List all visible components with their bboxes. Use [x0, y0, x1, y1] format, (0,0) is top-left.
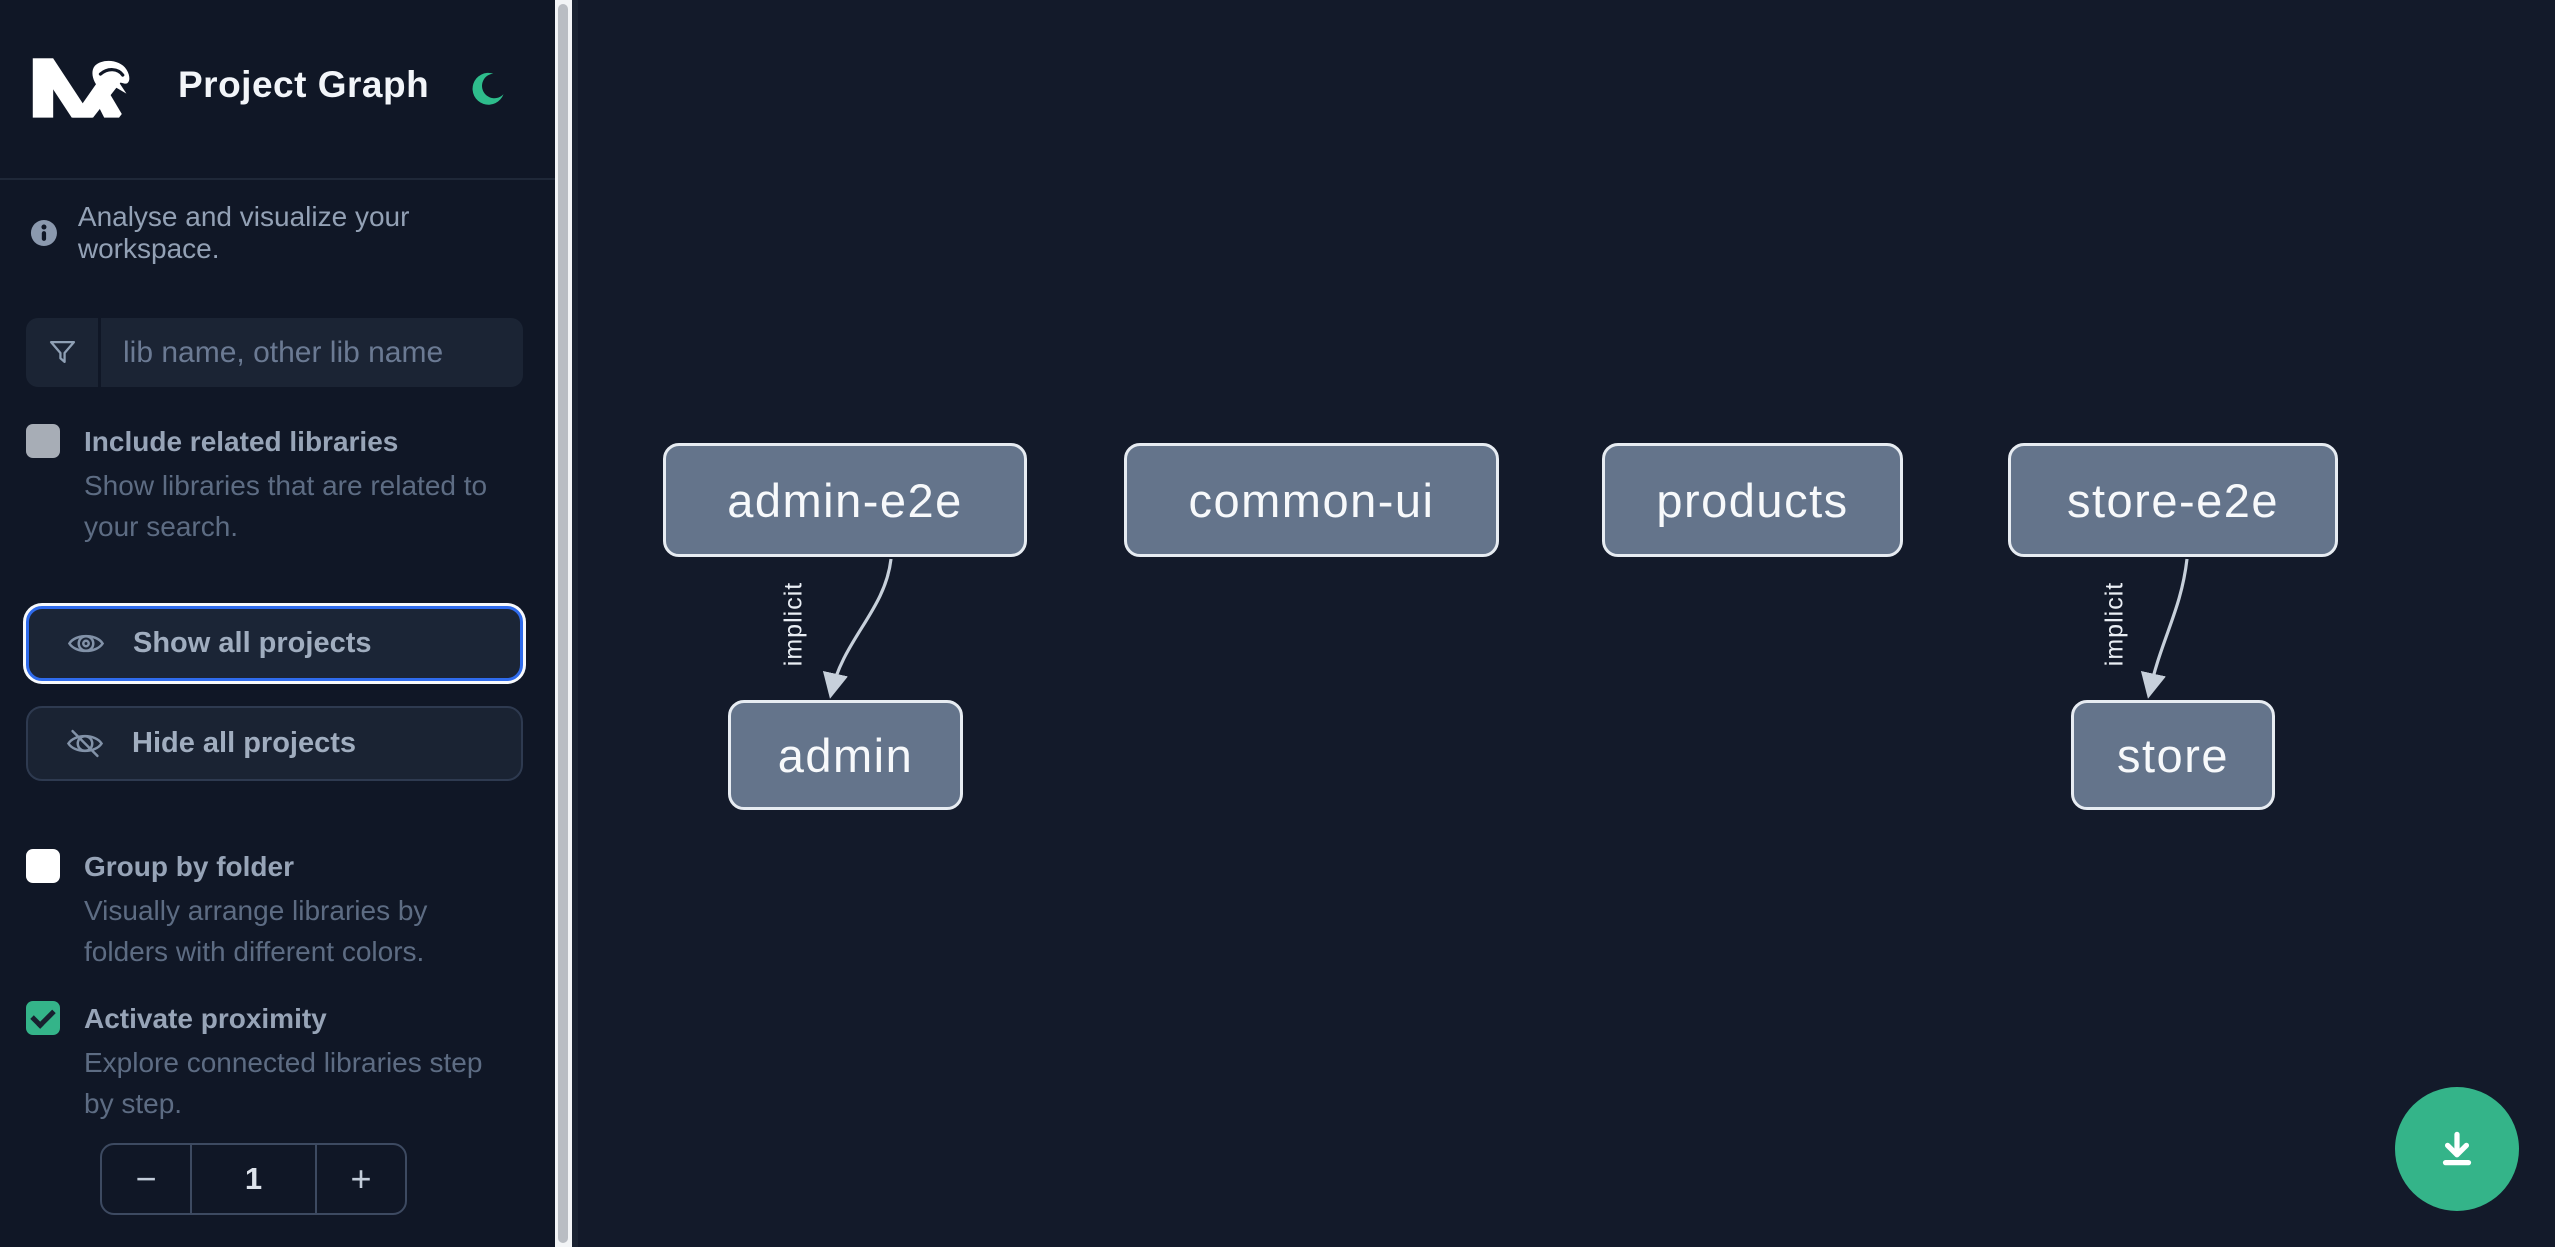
include-related-option: Include related libraries Show libraries… [26, 424, 522, 547]
edge-store-e2e-store [2140, 558, 2189, 699]
show-all-projects-label: Show all projects [133, 627, 372, 659]
sidebar-scrollbar[interactable] [555, 0, 572, 1247]
include-related-checkbox[interactable] [26, 424, 60, 458]
theme-toggle-button[interactable] [466, 68, 510, 112]
edge-label-store-e2e-store: implicit [2101, 582, 2129, 666]
show-all-projects-button[interactable]: Show all projects [26, 606, 523, 681]
include-related-description: Show libraries that are related to your … [84, 470, 488, 542]
group-by-folder-checkbox[interactable] [26, 849, 60, 883]
hide-all-projects-button[interactable]: Hide all projects [26, 706, 523, 781]
project-node-store[interactable]: store [2071, 700, 2275, 810]
activate-proximity-checkbox[interactable] [26, 1001, 60, 1035]
group-by-folder-texts: Group by folder Visually arrange librari… [84, 849, 427, 972]
filter-input[interactable] [101, 318, 523, 387]
proximity-depth-stepper: − 1 + [100, 1143, 407, 1215]
activate-proximity-option: Activate proximity Explore connected lib… [26, 1001, 522, 1124]
eye-icon [67, 634, 105, 653]
include-related-texts: Include related libraries Show libraries… [84, 424, 487, 547]
sidebar: Project Graph Analyse and visualize your… [0, 0, 555, 1247]
project-node-products[interactable]: products [1602, 443, 1903, 557]
decrement-button[interactable]: − [102, 1145, 190, 1213]
intro-text: Analyse and visualize your workspace. [77, 201, 410, 264]
filter-icon [26, 318, 101, 387]
sidebar-header: Project Graph [0, 0, 555, 180]
panel-divider [572, 0, 578, 1247]
hide-all-projects-label: Hide all projects [132, 727, 357, 759]
edge-label-admin-e2e-admin: implicit [780, 582, 808, 666]
project-node-admin[interactable]: admin [728, 700, 963, 810]
edge-admin-e2e-admin [822, 558, 893, 699]
moon-icon [472, 72, 504, 105]
project-node-common-ui[interactable]: common-ui [1124, 443, 1499, 557]
nx-logo [32, 58, 130, 118]
proximity-depth-value[interactable]: 1 [190, 1145, 317, 1213]
page-title: Project Graph [178, 64, 430, 105]
group-by-folder-option: Group by folder Visually arrange librari… [26, 849, 522, 972]
download-graph-button[interactable] [2395, 1087, 2519, 1211]
workspace-intro: Analyse and visualize your workspace. [30, 201, 525, 265]
project-node-store-e2e[interactable]: store-e2e [2008, 443, 2338, 557]
group-by-folder-description: Visually arrange libraries by folders wi… [84, 895, 428, 967]
activate-proximity-description: Explore connected libraries step by step… [84, 1047, 483, 1119]
download-icon [2442, 1131, 2472, 1166]
include-related-label: Include related libraries [84, 426, 399, 457]
group-by-folder-label: Group by folder [84, 851, 294, 882]
eye-off-icon [66, 729, 104, 758]
increment-button[interactable]: + [317, 1145, 405, 1213]
filter-box [26, 318, 523, 387]
activate-proximity-texts: Activate proximity Explore connected lib… [84, 1001, 482, 1124]
project-node-admin-e2e[interactable]: admin-e2e [663, 443, 1027, 557]
scrollbar-thumb[interactable] [558, 4, 568, 1243]
info-icon [30, 219, 57, 247]
activate-proximity-label: Activate proximity [84, 1003, 327, 1034]
